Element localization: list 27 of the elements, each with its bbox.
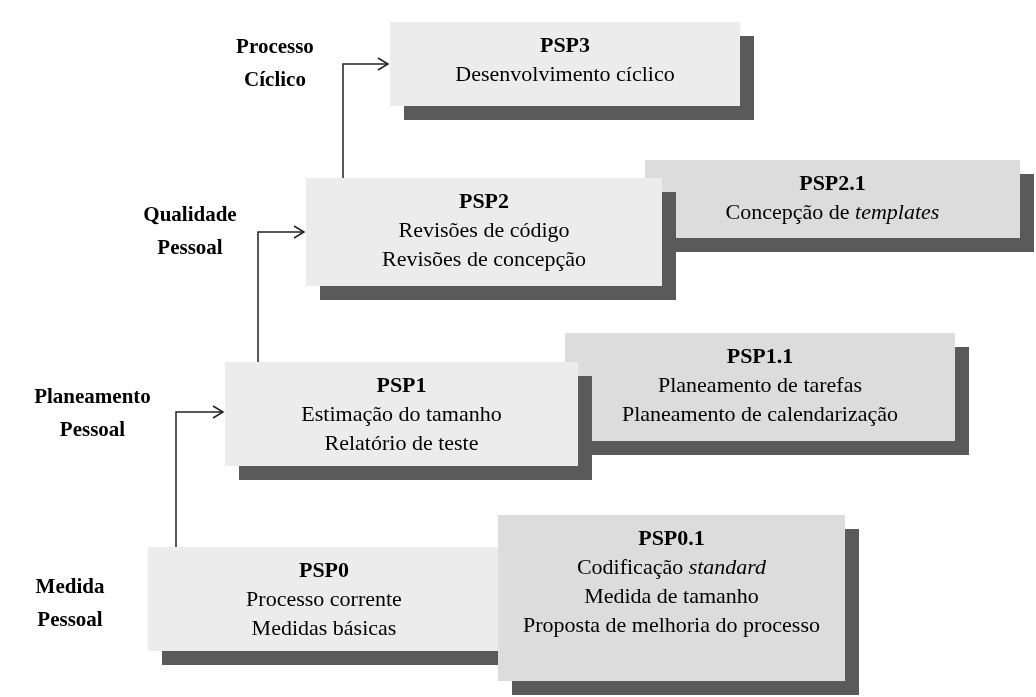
box-text: Revisões de concepção	[381, 245, 587, 273]
box-text: Codificação standard	[575, 553, 768, 581]
box-text: Relatório de teste	[323, 429, 480, 457]
box-text: Processo corrente	[245, 585, 403, 613]
level-label: Medida Pessoal	[34, 573, 106, 633]
box-text: Medida de tamanho	[583, 582, 760, 610]
level-label: Processo Cíclico	[235, 33, 315, 93]
box-text: Proposta de melhoria do processo	[522, 611, 821, 639]
box-text: Medidas básicas	[250, 614, 398, 642]
box-heading: PSP2	[457, 187, 511, 215]
box-heading: PSP3	[538, 31, 592, 59]
box-heading: PSP2.1	[798, 169, 867, 197]
arrow	[342, 57, 389, 179]
box-text: Planeamento de calendarização	[620, 400, 900, 428]
box-heading: PSP0.1	[637, 524, 706, 552]
arrow	[175, 405, 224, 548]
box-text: Revisões de código	[397, 216, 571, 244]
box-text: Planeamento de tarefas	[657, 371, 863, 399]
box-heading: PSP1.1	[725, 342, 795, 370]
level-label: Qualidade Pessoal	[142, 201, 238, 261]
level-label: Planeamento Pessoal	[33, 383, 152, 443]
box-text: Concepção de templates	[724, 198, 941, 226]
arrow	[257, 225, 305, 363]
box-heading: PSP0	[297, 556, 351, 584]
box-heading: PSP1	[375, 371, 428, 399]
box-text: Desenvolvimento cíclico	[454, 60, 676, 88]
box-text: Estimação do tamanho	[300, 400, 503, 428]
